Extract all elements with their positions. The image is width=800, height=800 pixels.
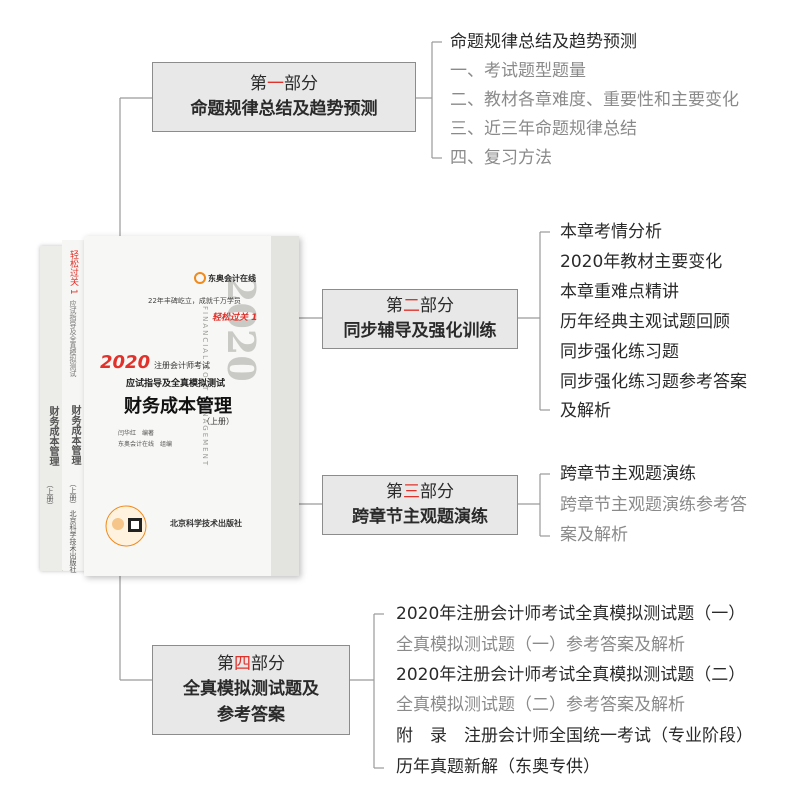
part-2-item: 本章重难点精讲	[560, 282, 679, 302]
part-4-title-line-2: 参考答案	[217, 705, 285, 725]
part-2-item: 同步强化练习题参考答案	[560, 372, 747, 392]
cover-author: 闫华红 编著	[118, 430, 155, 437]
part-1-box: 第一部分 命题规律总结及趋势预测	[152, 62, 416, 132]
cover-press: 北京科学技术出版社	[170, 519, 242, 528]
part-4-box: 第四部分 全真模拟测试题及 参考答案	[152, 645, 350, 735]
part-3-label: 第三部分	[386, 482, 454, 502]
part-3-box: 第三部分 跨章节主观题演练	[322, 475, 518, 535]
part-3-item: 跨章节主观题演练	[560, 464, 696, 484]
cover-exam: 注册会计师考试	[154, 361, 210, 370]
part-1-title: 命题规律总结及趋势预测	[190, 99, 378, 119]
part-2-item: 2020年教材主要变化	[560, 252, 723, 272]
spine-subtitle: 应试指导及全真模拟测试	[69, 300, 77, 377]
part-1-item: 四、复习方法	[450, 148, 552, 168]
cover-series: 轻松过关 1	[212, 313, 258, 323]
part-3-item: 案及解析	[560, 525, 628, 545]
part-2-item: 历年经典主观试题回顾	[560, 312, 730, 332]
spine-series: 轻松过关 1	[68, 250, 78, 295]
part-1-label: 第一部分	[250, 74, 318, 94]
spine-volume-back: （上册）	[46, 481, 54, 509]
cover-volume: （上册）	[202, 417, 234, 426]
book-spine-front: 轻松过关 1 应试指导及全真模拟测试 财务成本管理 （上册） 北京科学技术出版社	[62, 240, 85, 573]
logo-icon	[194, 272, 206, 284]
cover-year-vertical: 2020	[219, 276, 264, 382]
part-2-label: 第二部分	[386, 296, 454, 316]
logo-text: 东奥会计在线	[208, 273, 256, 283]
publisher-logo: 东奥会计在线	[194, 272, 256, 284]
part-4-item: 2020年注册会计师考试全真模拟测试题（二）	[396, 665, 746, 685]
part-4-item: 附 录 注册会计师全国统一考试（专业阶段）	[396, 726, 753, 746]
part-2-title: 同步辅导及强化训练	[343, 321, 497, 341]
part-4-item: 全真模拟测试题（二）参考答案及解析	[396, 695, 685, 715]
cover-title: 财务成本管理	[124, 396, 232, 417]
part-3-title: 跨章节主观题演练	[352, 507, 488, 527]
cover-editor: 东奥会计在线 组编	[118, 441, 173, 448]
spine-volume-front: （上册）	[69, 480, 77, 508]
part-2-item: 同步强化练习题	[560, 342, 679, 362]
part-3-item: 跨章节主观题演练参考答	[560, 495, 747, 515]
part-4-item: 2020年注册会计师考试全真模拟测试题（一）	[396, 604, 746, 624]
part-2-item: 及解析	[560, 401, 611, 421]
cover-mascot-qr	[105, 505, 147, 547]
part-4-label: 第四部分	[217, 654, 285, 674]
part-1-item: 三、近三年命题规律总结	[450, 119, 637, 139]
book-spine-back: 财务成本管理 （上册）	[40, 246, 63, 571]
cover-slogan: 22年丰碑屹立，成就千万学员	[148, 297, 241, 305]
part-4-item: 全真模拟测试题（一）参考答案及解析	[396, 635, 685, 655]
part-2-item: 本章考情分析	[560, 222, 662, 242]
part-1-item: 一、考试题型题量	[450, 61, 586, 81]
cover-band	[271, 236, 299, 576]
part-4-item: 历年真题新解（东奥专供）	[396, 757, 600, 777]
part-2-box: 第二部分 同步辅导及强化训练	[322, 289, 518, 349]
cover-year: 2020	[100, 352, 151, 373]
part-1-item: 命题规律总结及趋势预测	[450, 32, 637, 52]
cover-subtitle: 应试指导及全真模拟测试	[126, 379, 226, 389]
spine-title-front: 财务成本管理	[69, 405, 80, 465]
spine-title-back: 财务成本管理	[47, 406, 58, 466]
spine-press: 北京科学技术出版社	[69, 510, 77, 573]
part-4-title-line-1: 全真模拟测试题及	[183, 679, 319, 699]
book-cover: 2020 FINANCIAL COST MANAGEMENT 东奥会计在线 22…	[84, 236, 299, 576]
part-1-item: 二、教材各章难度、重要性和主要变化	[450, 90, 739, 110]
